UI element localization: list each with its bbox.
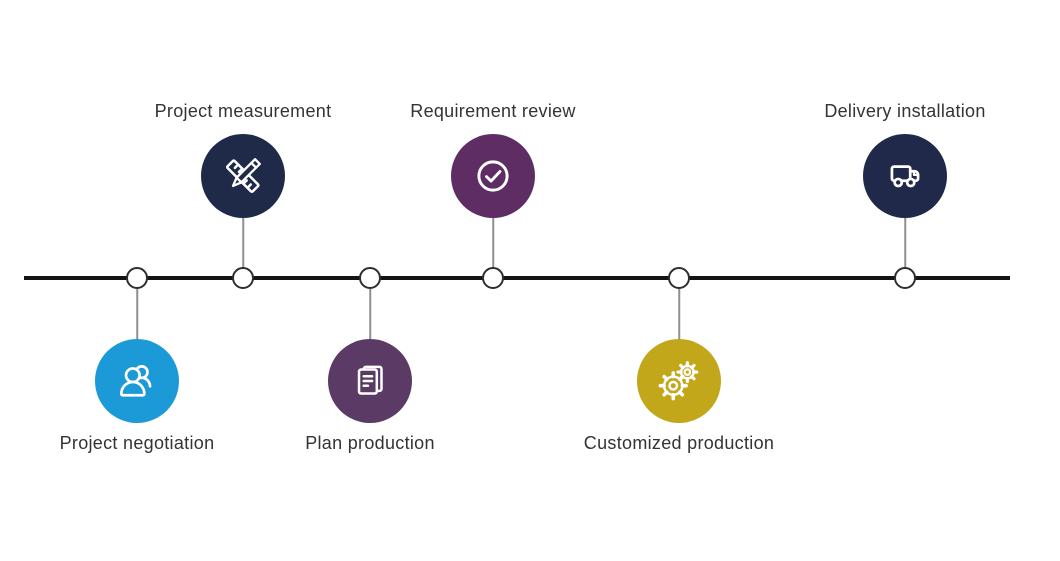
step-icon-circle [95,339,179,423]
step-connector [678,289,680,339]
timeline-node [232,267,254,289]
check-circle-icon [477,160,509,192]
step-label: Plan production [305,433,435,453]
step-icon-circle [328,339,412,423]
step-icon-circle [637,339,721,423]
step-connector [904,218,906,268]
timeline-node [359,267,381,289]
truck-icon [890,165,920,188]
step-connector [369,289,371,339]
gears-icon [658,361,699,401]
step-connector [136,289,138,339]
step-icon-circle [451,134,535,218]
users-icon [119,365,152,397]
ruler-pencil-icon [226,158,261,193]
timeline-node [126,267,148,289]
timeline-node [482,267,504,289]
step-label: Project negotiation [59,433,215,453]
timeline-node [894,267,916,289]
step-icon-circle [201,134,285,218]
step-connector [242,218,244,268]
step-label: Project measurement [154,101,332,121]
document-icon [357,365,383,395]
timeline-axis [24,276,1010,280]
step-label: Delivery installation [824,101,986,121]
timeline-node [668,267,690,289]
step-icon-circle [863,134,947,218]
step-label: Customized production [583,433,775,453]
step-label: Requirement review [410,101,576,121]
step-connector [492,218,494,268]
